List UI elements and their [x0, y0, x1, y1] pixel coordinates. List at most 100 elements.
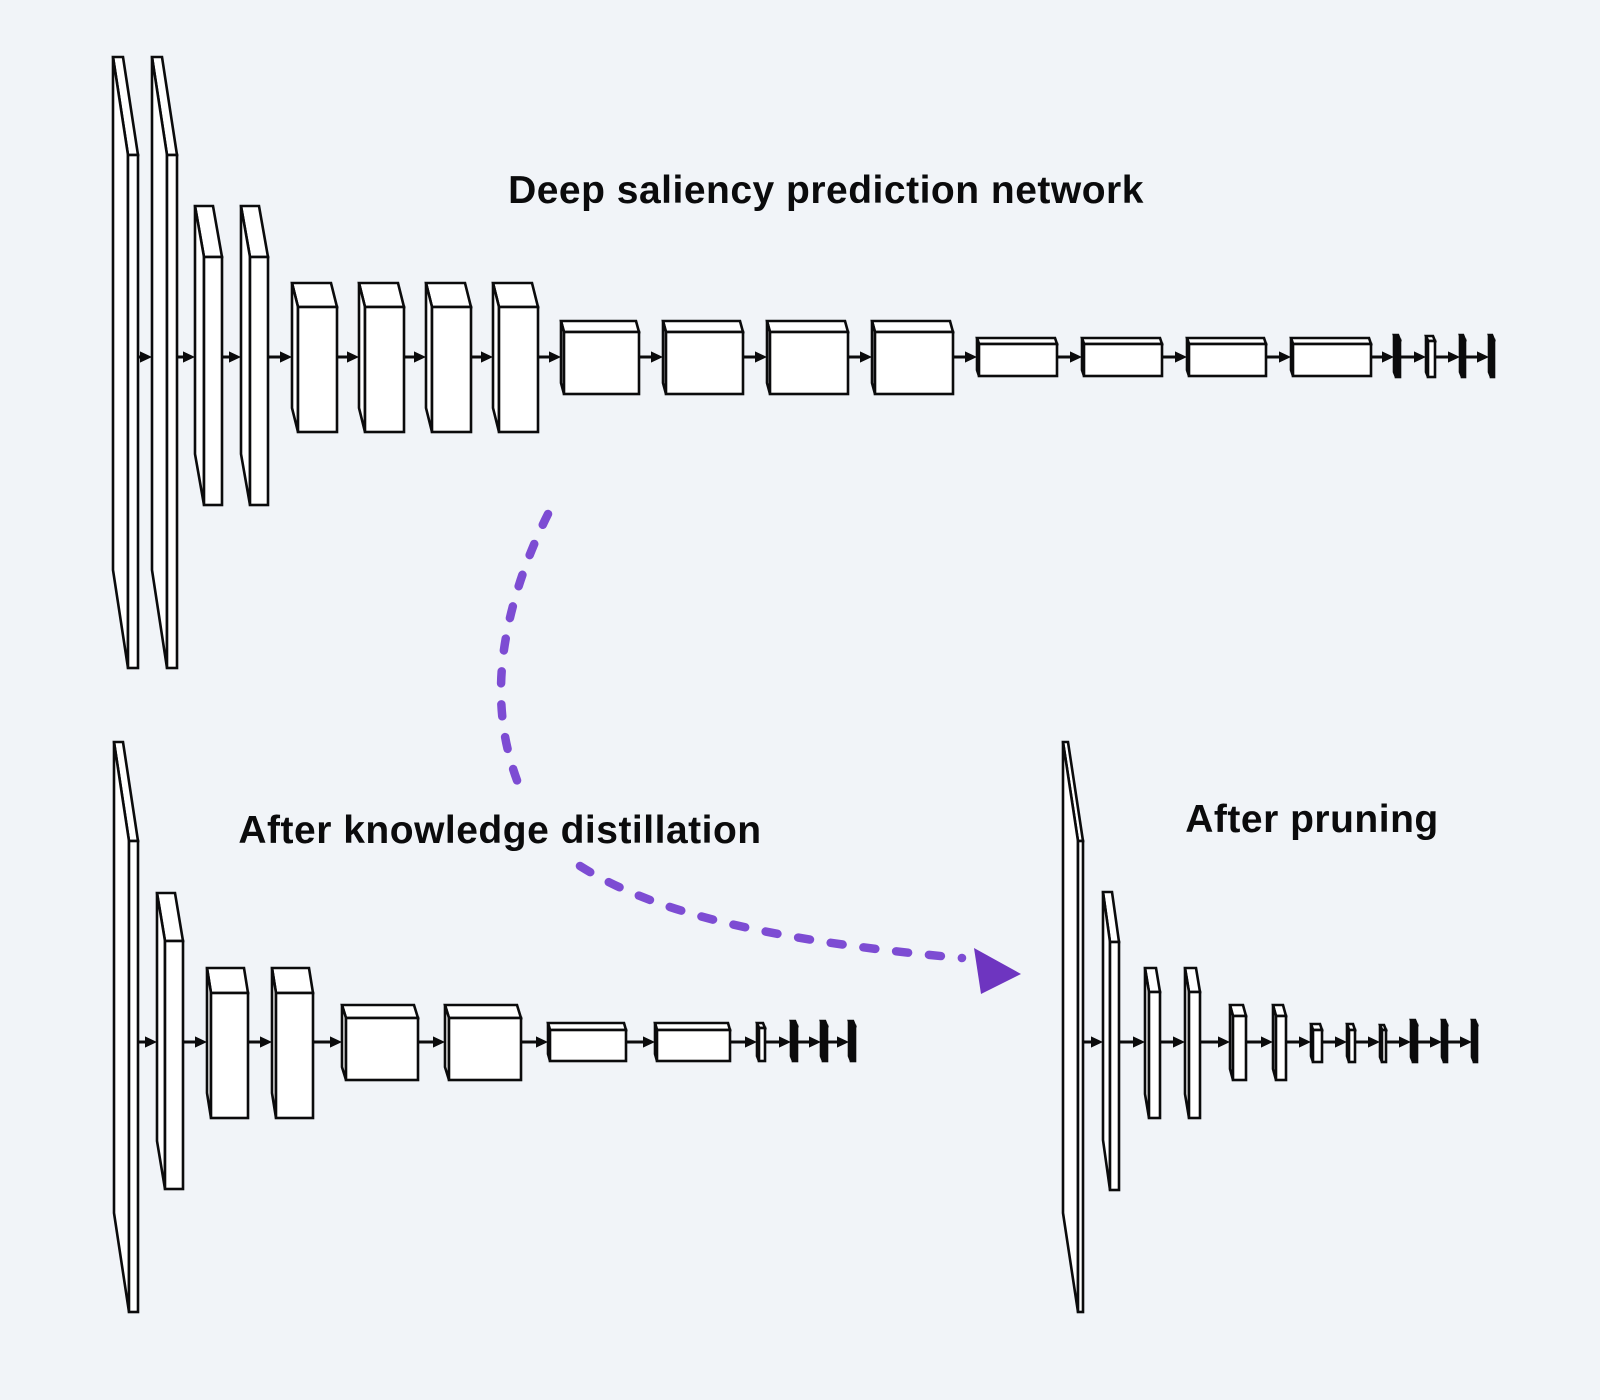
slab-front-face	[664, 330, 745, 396]
flow-arrowhead	[481, 351, 493, 363]
layer-slab	[1061, 740, 1085, 1314]
layer-slab	[357, 281, 406, 434]
flow-arrowhead	[809, 1036, 821, 1048]
slab-left-face	[112, 741, 131, 1313]
slab-front-face	[1187, 990, 1202, 1120]
flow-arrowhead	[145, 1036, 157, 1048]
slab-front-face	[1426, 339, 1437, 379]
layer-slab	[193, 204, 224, 507]
network-distilled	[112, 740, 857, 1314]
layer-slab	[1378, 1023, 1388, 1064]
slab-front-face	[849, 1024, 857, 1063]
slab-top-face	[559, 319, 641, 334]
slab-front-face	[1460, 338, 1467, 379]
flow-arrowhead	[195, 1036, 207, 1048]
flow-arrowhead	[280, 351, 292, 363]
flow-arrowhead	[347, 351, 359, 363]
layer-slab	[1458, 333, 1467, 379]
layer-slab	[1101, 890, 1121, 1192]
layer-slab	[111, 55, 140, 670]
flow-arrowhead	[643, 1036, 655, 1048]
slab-front-face	[447, 1016, 523, 1082]
slab-front-face	[791, 1024, 799, 1063]
slab-top-face	[205, 966, 250, 995]
pruning-arc-arrowhead	[974, 948, 1021, 994]
flow-arrowhead	[1460, 1036, 1472, 1048]
flow-arrowhead	[745, 1036, 757, 1048]
flow-arrowhead	[1399, 1036, 1411, 1048]
slab-front-face	[1380, 1028, 1388, 1064]
layer-slab	[1309, 1022, 1324, 1064]
flow-arrowhead	[330, 1036, 342, 1048]
distilled-network-label: After knowledge distillation	[238, 809, 761, 852]
layer-slab	[424, 281, 473, 434]
slab-top-face	[290, 281, 339, 309]
layer-slab	[1183, 966, 1202, 1120]
slab-left-face	[111, 56, 130, 669]
slab-front-face	[430, 305, 473, 434]
slab-top-face	[661, 319, 745, 334]
slab-left-face	[1061, 741, 1080, 1313]
slab-top-face	[340, 1003, 420, 1020]
slab-front-face	[1274, 1014, 1288, 1082]
layer-slab	[1424, 334, 1437, 379]
layer-slab	[1289, 336, 1373, 378]
slab-front-face	[202, 255, 224, 507]
slab-front-face	[363, 305, 406, 434]
flow-arrowhead	[755, 351, 767, 363]
slab-left-face	[193, 205, 206, 506]
flow-arrowhead	[651, 351, 663, 363]
flow-arrowhead	[1414, 351, 1426, 363]
slab-front-face	[344, 1016, 420, 1082]
layer-slab	[1487, 333, 1496, 379]
slab-front-face	[1147, 990, 1162, 1120]
flow-arrowhead	[1299, 1036, 1311, 1048]
slab-front-face	[1082, 342, 1164, 378]
layer-slab	[1080, 336, 1164, 378]
slab-front-face	[1291, 342, 1373, 378]
slab-top-face	[424, 281, 473, 309]
flow-arrowhead	[965, 351, 977, 363]
pruning-arc	[575, 861, 967, 963]
layer-slab	[559, 319, 641, 396]
flow-arrowhead	[1448, 351, 1460, 363]
slab-front-face	[1442, 1023, 1449, 1064]
flow-arrowhead	[433, 1036, 445, 1048]
flow-arrowhead	[1368, 1036, 1380, 1048]
slab-front-face	[1231, 1014, 1248, 1082]
layer-slab	[1440, 1018, 1449, 1064]
layer-slab	[546, 1021, 628, 1063]
flow-arrowhead	[536, 1036, 548, 1048]
slab-front-face	[1489, 338, 1496, 379]
layer-slab	[205, 966, 250, 1120]
layer-slab	[661, 319, 745, 396]
slab-top-face	[443, 1003, 523, 1020]
layer-slab	[1345, 1022, 1357, 1064]
flow-arrowhead	[1279, 351, 1291, 363]
flow-arrowhead	[414, 351, 426, 363]
slab-front-face	[209, 991, 250, 1120]
flow-arrowhead	[1070, 351, 1082, 363]
layer-slab	[1228, 1003, 1248, 1082]
slab-front-face	[821, 1024, 829, 1063]
slab-front-face	[655, 1028, 732, 1063]
slab-front-face	[977, 342, 1059, 378]
layer-slab	[870, 319, 955, 396]
layer-slab	[847, 1019, 857, 1063]
slab-top-face	[491, 281, 540, 309]
slab-front-face	[1187, 342, 1268, 378]
slab-front-face	[296, 305, 339, 434]
layer-slab	[653, 1021, 732, 1063]
flow-arrowhead	[549, 351, 561, 363]
flow-arrowhead	[1477, 351, 1489, 363]
flow-arrowhead	[1430, 1036, 1442, 1048]
flow-arrowhead	[1133, 1036, 1145, 1048]
layer-slab	[270, 966, 315, 1120]
layer-slab	[443, 1003, 523, 1082]
slab-front-face	[1108, 940, 1121, 1192]
flow-arrowhead	[837, 1036, 849, 1048]
layer-slab	[1409, 1018, 1419, 1064]
layer-slab	[155, 891, 185, 1191]
